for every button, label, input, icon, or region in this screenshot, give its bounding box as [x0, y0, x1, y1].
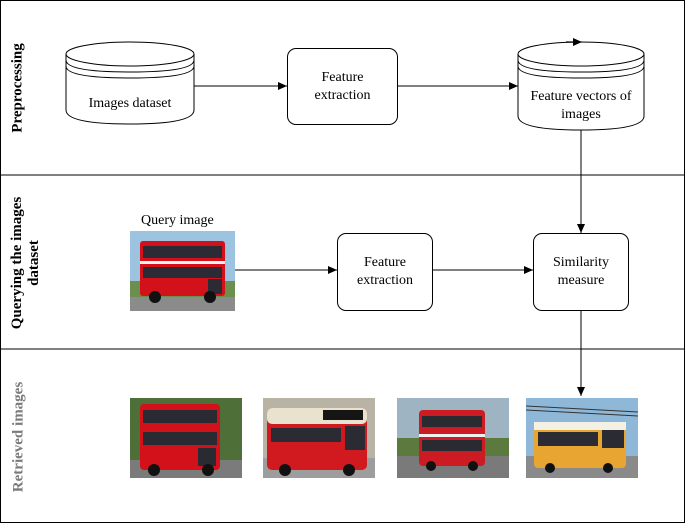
retrieved-image-4 [526, 398, 638, 478]
feature-vectors-label: Feature vectors of images [518, 86, 644, 126]
images-dataset-cylinder [65, 41, 195, 125]
retrieved-image-3 [397, 398, 509, 478]
band-label-querying: Querying the images dataset [9, 197, 43, 330]
similarity-line1: Similarity [553, 255, 609, 270]
retrieved-image-2 [263, 398, 375, 478]
feature-vectors-text-line2: images [561, 107, 601, 122]
retrieved-image-1 [130, 398, 242, 478]
band-label-retrieved-text: Retrieved images [10, 381, 27, 493]
band-label-preprocessing-text: Preprocessing [9, 43, 26, 133]
feature-extraction-1-line2: extraction [314, 87, 371, 103]
images-dataset-label: Images dataset [66, 92, 194, 116]
feature-extraction-box-query: Feature extraction [337, 233, 433, 311]
feature-extraction-box-preprocessing: Feature extraction [287, 48, 398, 125]
feature-extraction-2-line2: extraction [357, 273, 413, 288]
band-label-querying-line2: dataset [26, 240, 42, 286]
images-dataset-text: Images dataset [88, 96, 172, 111]
similarity-line2: measure [557, 273, 605, 288]
similarity-measure-box: Similarity measure [533, 233, 629, 311]
query-image-caption: Query image [141, 213, 214, 228]
feature-extraction-1-line1: Feature [321, 69, 364, 85]
band-label-retrieved: Retrieved images [11, 382, 28, 492]
band-label-querying-line1: Querying the images [9, 196, 25, 330]
band-label-preprocessing: Preprocessing [10, 43, 27, 132]
query-image-photo [130, 231, 235, 311]
feature-vectors-text-line1: Feature vectors of [530, 89, 632, 104]
feature-extraction-2-line1: Feature [364, 255, 406, 270]
feature-vectors-cylinder [517, 38, 645, 131]
